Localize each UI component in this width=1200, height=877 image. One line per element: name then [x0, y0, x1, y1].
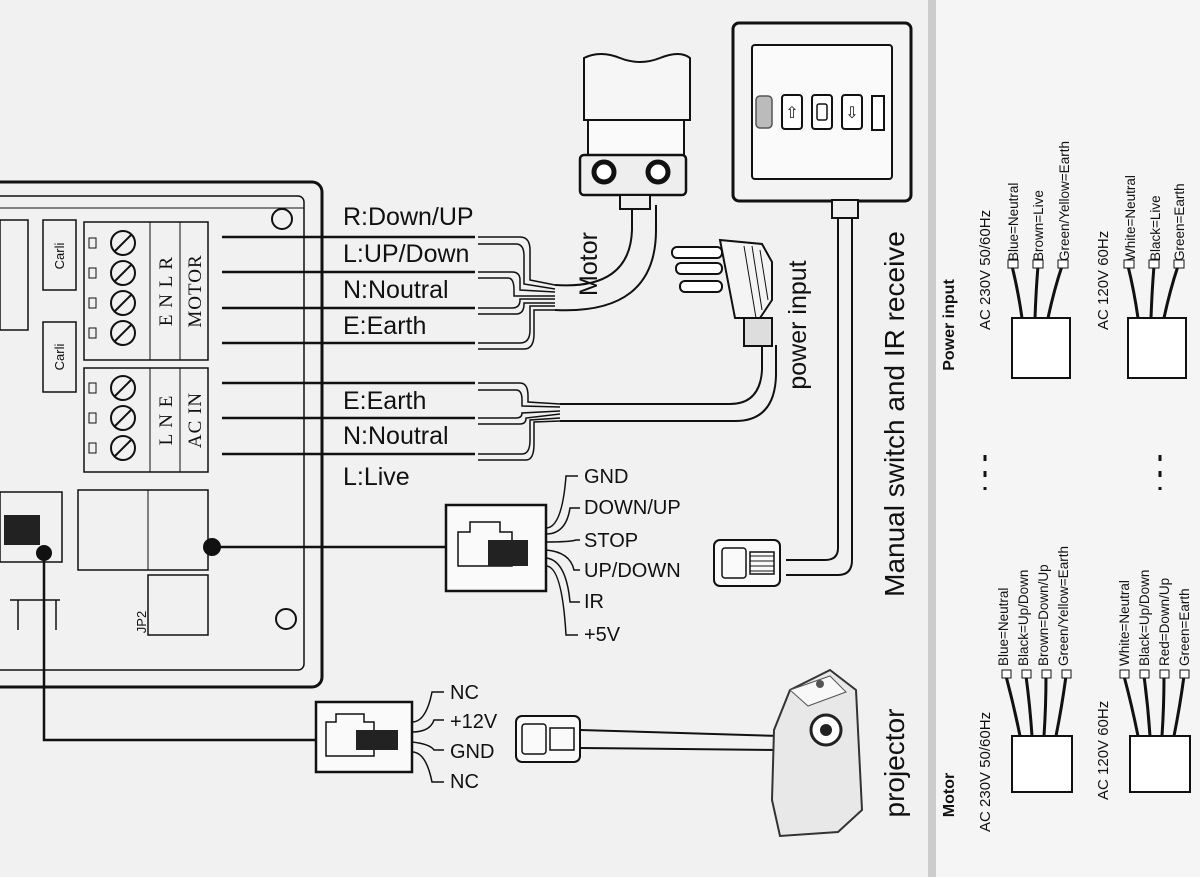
legend-motor-title: Motor [941, 773, 958, 817]
projector-socket: NC +12V GND NC [42, 553, 498, 793]
motor-wire-e: E:Earth [343, 312, 426, 340]
stop-icon [816, 103, 828, 121]
legend-motor-120-color-3: Red=Down/Up [1157, 578, 1172, 666]
motor-terminal-block: E N L R MOTOR [83, 221, 209, 361]
legend-power-230-voltage: AC 230V 50/60Hz [977, 210, 994, 330]
legend-motor-120-cable-icon [1119, 669, 1191, 793]
rj-pin-1: GND [584, 466, 628, 488]
switch-down-button[interactable] [841, 94, 863, 130]
ac-terminal-letters: L N E [156, 395, 177, 446]
rj-pin-3: STOP [584, 530, 638, 552]
legend-motor-120-voltage: AC 120V 60Hz [1095, 701, 1112, 800]
switch-stop-button[interactable] [811, 94, 833, 130]
legend-power-230-color-1: Blue=Neutral [1006, 183, 1021, 261]
projector-label: projector [879, 709, 910, 818]
legend-motor-230-color-4: Green/Yellow=Earth [1056, 546, 1071, 666]
proj-pin-3: GND [450, 741, 494, 763]
control-board: Carli Carli E N L R MOTOR [0, 180, 324, 689]
legend-panel: Power input AC 230V 50/60Hz Blue=Neutral… [928, 0, 1200, 877]
switch-indicator [755, 95, 773, 129]
legend-motor-230-color-3: Brown=Down/Up [1036, 564, 1051, 666]
ac-screws [88, 375, 136, 461]
rj-pin-4: UP/DOWN [584, 560, 681, 582]
motor: Motor [575, 53, 691, 296]
ac-in-terminal-block: L N E AC IN [83, 367, 209, 473]
motor-wire-n: N:Noutral [343, 276, 449, 304]
power-wire-n: N:Noutral [343, 422, 449, 450]
proj-pin-4: NC [450, 771, 479, 793]
legend-motor-230-color-1: Blue=Neutral [996, 588, 1011, 666]
brand-text-bottom: Carli [52, 344, 67, 371]
switch-rj-socket: GND DOWN/UP STOP UP/DOWN IR +5V [212, 466, 681, 646]
legend-power-120-color-2: Black=Live [1148, 195, 1163, 261]
legend-power-title: Power input [941, 279, 958, 371]
legend-power-120-voltage: AC 120V 60Hz [1095, 231, 1112, 330]
power-input-label: power input [784, 260, 812, 389]
legend-motor-230-voltage: AC 230V 50/60Hz [977, 712, 994, 832]
motor-terminal-letters: E N L R [156, 256, 177, 326]
rj-pin-6: +5V [584, 624, 621, 646]
legend-motor-120-color-1: White=Neutral [1117, 580, 1132, 666]
legend-power-230-color-3: Green/Yellow=Earth [1057, 141, 1072, 261]
rj-pin-2: DOWN/UP [584, 497, 681, 519]
projector: projector [770, 668, 910, 838]
arrow-down-icon: ⇩ [845, 105, 858, 122]
power-wire-l: L:Live [343, 463, 410, 491]
manual-switch: ⇧ ⇩ Manual switch and IR receive [731, 21, 913, 597]
switch-label: Manual switch and IR receive [879, 231, 910, 597]
brand-text-top: Carli [52, 243, 67, 270]
legend-power-120-cable-icon [1123, 259, 1187, 379]
projector-plug [515, 715, 781, 763]
legend-power-230-color-2: Brown=Live [1031, 190, 1046, 261]
power-plug: power input [671, 238, 812, 390]
ac-terminal-label: AC IN [185, 392, 206, 448]
proj-pin-1: NC [450, 682, 479, 704]
motor-wire-l: L:UP/Down [343, 240, 469, 268]
power-wires: E:Earth N:Noutral L:Live [222, 345, 777, 491]
proj-pin-2: +12V [450, 711, 498, 733]
brand-badge-top [42, 219, 77, 291]
motor-screws [88, 230, 136, 346]
legend-power-120-color-1: White=Neutral [1123, 175, 1138, 261]
power-wire-e: E:Earth [343, 387, 426, 415]
motor-wire-r: R:Down/UP [343, 203, 474, 231]
jumper-label: JP2 [134, 611, 149, 633]
legend-motor-120-color-4: Green=Earth [1177, 588, 1192, 666]
brand-badge-bottom [42, 321, 77, 393]
legend-power-230-cable-icon [1007, 259, 1071, 379]
motor-wires: R:Down/UP L:UP/Down N:Noutral E:Earth [222, 203, 657, 350]
legend-motor-120-color-2: Black=Up/Down [1137, 570, 1152, 666]
legend-motor-230-color-2: Black=Up/Down [1016, 570, 1031, 666]
rj-pin-5: IR [584, 591, 604, 613]
motor-terminal-label: MOTOR [185, 254, 206, 327]
legend-motor-230-cable-icon [1001, 669, 1073, 793]
arrow-up-icon: ⇧ [785, 105, 798, 122]
switch-up-button[interactable] [781, 94, 803, 130]
motor-label: Motor [575, 232, 603, 296]
legend-power-120-color-3: Green=Earth [1172, 183, 1187, 261]
switch-rj-plug [713, 539, 781, 587]
